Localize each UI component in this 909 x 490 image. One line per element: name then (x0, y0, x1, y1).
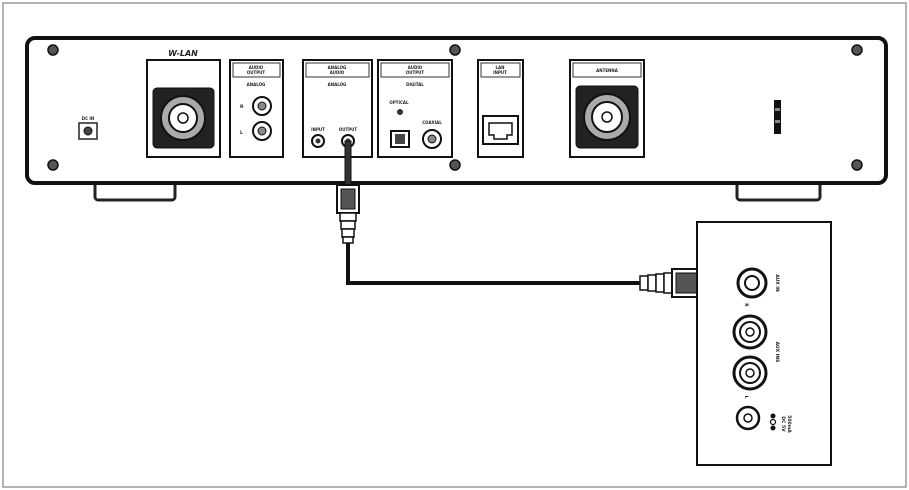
screw-icon (47, 44, 863, 171)
aux-ins-label: AUX INS (774, 342, 780, 363)
lan-input-title-2: INPUT (493, 70, 507, 75)
external-panel-frame (696, 221, 832, 466)
audio-output-title: AUDIO (249, 65, 264, 70)
coaxial-port-icon (422, 129, 442, 149)
dc-in-label: DC IN (82, 116, 94, 121)
audio-output-digital-section: AUDIO OUTPUT DIGITAL OPTICAL COAXIAL (377, 59, 453, 158)
optical-indicator-icon (397, 109, 403, 115)
polarity-symbol-icon (769, 413, 777, 431)
analog-audio-title: ANALOG (328, 65, 347, 70)
wlan-label: W-LAN (168, 49, 198, 58)
wlan-antenna-port: W-LAN (146, 49, 221, 158)
audio-output-analog-section: AUDIO OUTPUT ANALOG R L (229, 59, 284, 158)
digital-output-sub: DIGITAL (406, 82, 424, 87)
slot-indicator-icon (774, 100, 781, 134)
external-l-label: L (743, 396, 749, 399)
optical-port-icon (390, 130, 410, 148)
aux-in-label: AUX IN (774, 274, 780, 292)
rca-left-label: L (240, 130, 243, 136)
lan-input-section: LAN INPUT (477, 59, 524, 158)
cable-plug-stem (344, 140, 352, 186)
analog-audio-title-2: AUDIO (330, 70, 345, 75)
analog-input-label: INPUT (311, 127, 325, 132)
dc-spec-label: DC 5V (780, 416, 786, 432)
external-device-panel: AUX IN R AUX INS L DC 5V 500mA (696, 221, 832, 466)
aux-in-jack-icon (736, 267, 768, 299)
external-r-label: R (743, 303, 749, 307)
rca-right-label: R (240, 104, 244, 110)
audio-output-title-2: OUTPUT (247, 70, 266, 75)
rca-jack-icon (732, 314, 768, 391)
dc-jack-icon (735, 405, 761, 431)
dc-spec-label-2: 500mA (786, 415, 792, 433)
antenna-label: ANTENNA (596, 68, 619, 73)
analog-output-label: OUTPUT (339, 127, 358, 132)
rca-jack-icon (252, 96, 272, 141)
analog-audio-sub: ANALOG (328, 82, 347, 87)
optical-label: OPTICAL (389, 100, 409, 105)
digital-output-title-2: OUTPUT (406, 70, 425, 75)
lan-input-title: LAN (496, 65, 505, 70)
dc-in-port: DC IN (78, 116, 98, 140)
cable-wire (346, 243, 640, 285)
analog-audio-section: ANALOG AUDIO ANALOG INPUT OUTPUT (302, 59, 373, 158)
coaxial-label: COAXIAL (422, 120, 442, 125)
digital-output-title: AUDIO (408, 65, 423, 70)
device-rear-panel: DC IN W-LAN AUDIO OUTPUT ANALOG R L (25, 36, 888, 202)
audio-output-sub: ANALOG (247, 82, 266, 87)
antenna-port: ANTENNA (569, 59, 645, 158)
ethernet-port-icon (482, 115, 519, 145)
